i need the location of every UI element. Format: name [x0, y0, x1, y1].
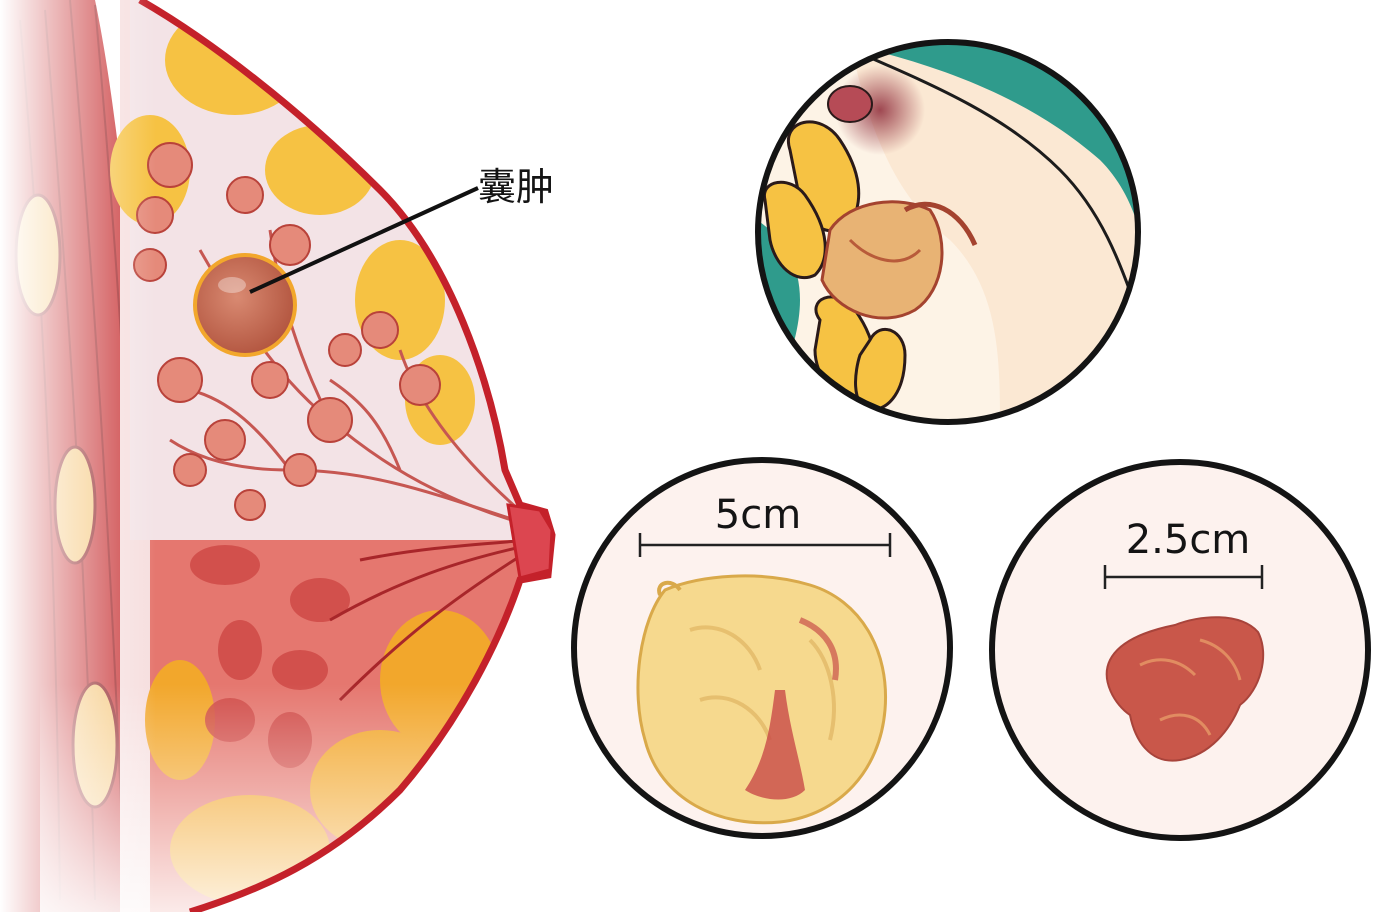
breast-cross-section [0, 0, 556, 912]
breast-outline [138, 0, 556, 912]
scale-bar-large [638, 533, 892, 557]
cyst-callout-line [249, 186, 479, 294]
cyst-label: 囊肿 [478, 165, 554, 209]
nipple [506, 503, 554, 580]
circle-large-cyst: 5cm [571, 457, 953, 839]
circle-small-cyst: 2.5cm [989, 459, 1371, 841]
scale-label-large: 5cm [715, 492, 801, 538]
scale-label-small: 2.5cm [1126, 517, 1251, 563]
circle-aspiration-view [755, 39, 1141, 425]
scale-bar-small [1103, 565, 1264, 589]
